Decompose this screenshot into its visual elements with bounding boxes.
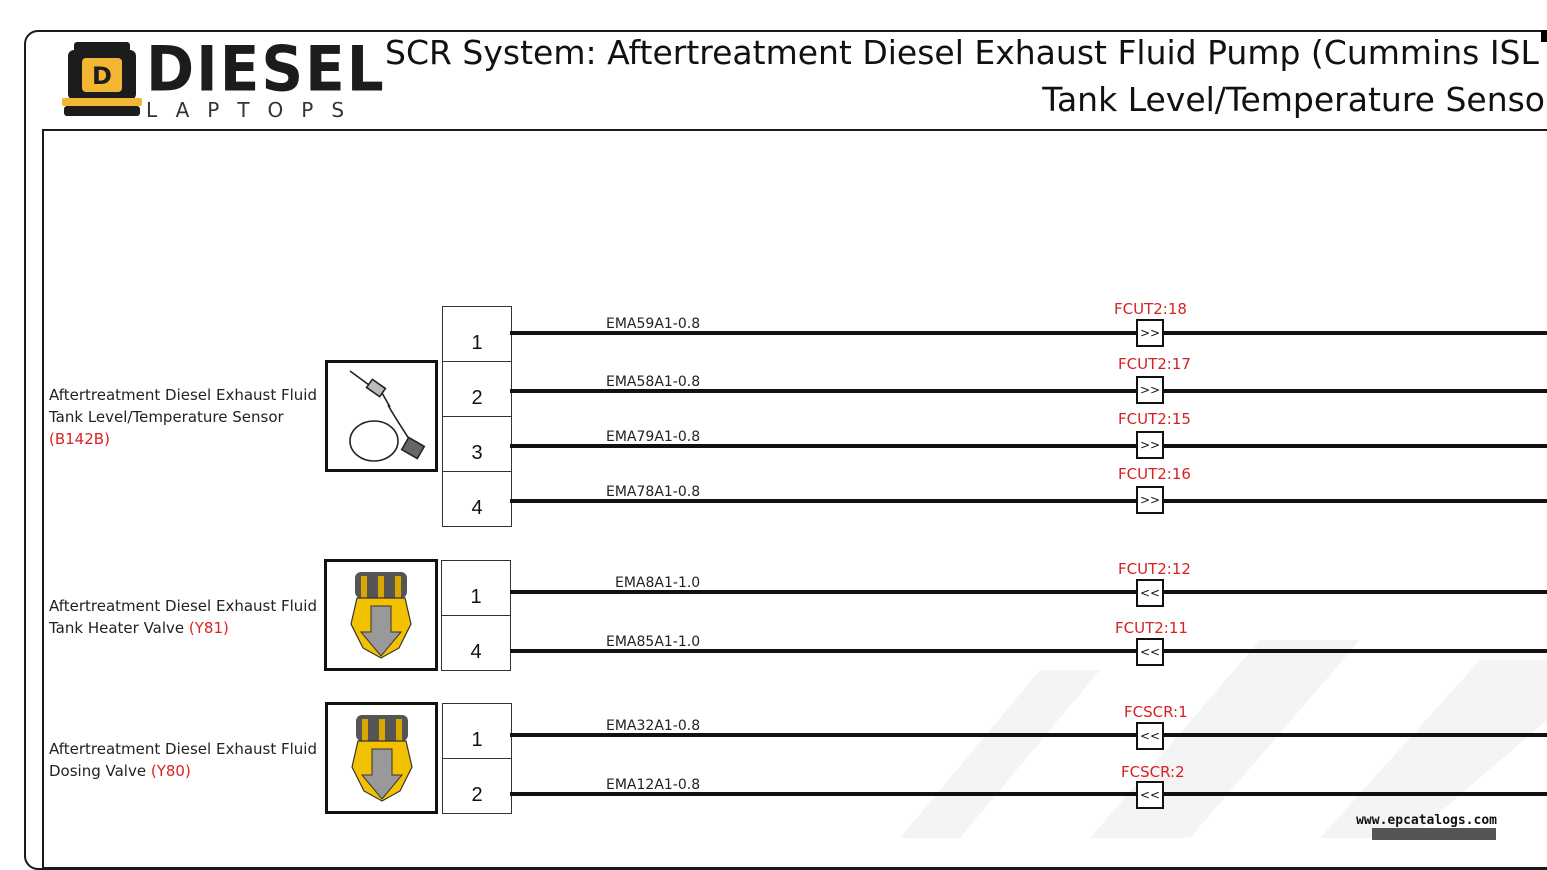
connector-label: FCUT2:15	[1118, 410, 1191, 428]
wire-id-label: EMA58A1-0.8	[606, 374, 701, 390]
component-name-line1: Aftertreatment Diesel Exhaust Fluid	[49, 740, 317, 758]
component-box-heater-valve[interactable]	[324, 559, 438, 671]
wire-line[interactable]	[510, 389, 1547, 393]
wire-line[interactable]	[510, 499, 1547, 503]
wire-id-label: EMA59A1-0.8	[606, 316, 701, 332]
connector-arrow-button[interactable]: >>	[1136, 319, 1164, 347]
component-label-level-sensor: Aftertreatment Diesel Exhaust Fluid Tank…	[49, 384, 329, 450]
connector-label: FCSCR:2	[1121, 763, 1185, 781]
pin-cell: 1	[442, 703, 512, 759]
wire-id-label: EMA32A1-0.8	[606, 718, 701, 734]
wire-line[interactable]	[510, 590, 1547, 594]
wire-id-label: EMA79A1-0.8	[606, 429, 701, 445]
component-name-line1: Aftertreatment Diesel Exhaust Fluid	[49, 597, 317, 615]
component-name-line2: Tank Heater Valve	[49, 619, 185, 637]
valve-icon	[351, 715, 413, 802]
logo-subtitle: LAPTOPS	[146, 98, 363, 122]
component-label-heater-valve: Aftertreatment Diesel Exhaust Fluid Tank…	[49, 595, 329, 639]
pin-cell: 4	[442, 471, 512, 527]
connector-arrow-button[interactable]: <<	[1136, 722, 1164, 750]
connector-arrow-button[interactable]: <<	[1136, 638, 1164, 666]
component-box-dosing-valve[interactable]	[325, 702, 438, 814]
edge-marker	[1541, 30, 1547, 42]
wire-id-label: EMA12A1-0.8	[606, 777, 701, 793]
pin-cell: 2	[442, 758, 512, 814]
page-title-line2: Tank Level/Temperature Senso	[1042, 80, 1545, 119]
component-name-line1: Aftertreatment Diesel Exhaust Fluid	[49, 386, 317, 404]
toolbox-logo-icon: D	[62, 42, 142, 116]
component-code: (B142B)	[49, 430, 110, 448]
component-label-dosing-valve: Aftertreatment Diesel Exhaust Fluid Dosi…	[49, 738, 329, 782]
connector-arrow-button[interactable]: >>	[1136, 376, 1164, 404]
connector-label: FCUT2:17	[1118, 355, 1191, 373]
level-sensor-icon	[349, 370, 426, 462]
watermark-url: www.epcatalogs.com	[1356, 813, 1497, 828]
component-code: (Y81)	[188, 619, 229, 637]
wire-line[interactable]	[510, 649, 1547, 653]
pin-cell: 3	[442, 416, 512, 472]
logo-wordmark: DIESEL	[146, 32, 386, 106]
connector-label: FCUT2:18	[1114, 300, 1187, 318]
component-code: (Y80)	[150, 762, 191, 780]
connector-label: FCUT2:12	[1118, 560, 1191, 578]
connector-arrow-button[interactable]: >>	[1136, 431, 1164, 459]
wire-id-label: EMA85A1-1.0	[606, 634, 701, 650]
component-box-level-sensor[interactable]	[325, 360, 438, 472]
pin-cell: 2	[442, 361, 512, 417]
connector-arrow-button[interactable]: >>	[1136, 486, 1164, 514]
wire-id-label: EMA78A1-0.8	[606, 484, 701, 500]
pin-cell: 4	[441, 615, 511, 671]
svg-text:D: D	[92, 62, 112, 90]
component-name-line2: Dosing Valve	[49, 762, 147, 780]
pin-cell: 1	[441, 560, 511, 616]
background-watermark	[900, 640, 1547, 838]
connector-arrow-button[interactable]: <<	[1136, 579, 1164, 607]
valve-icon	[350, 572, 412, 659]
wire-line[interactable]	[510, 733, 1547, 737]
connector-arrow-button[interactable]: <<	[1136, 781, 1164, 809]
wire-line[interactable]	[510, 792, 1547, 796]
connector-label: FCSCR:1	[1124, 703, 1188, 721]
connector-label: FCUT2:11	[1115, 619, 1188, 637]
page-title-line1: SCR System: Aftertreatment Diesel Exhaus…	[385, 33, 1547, 72]
wire-id-label: EMA8A1-1.0	[615, 575, 701, 591]
bottom-tab	[1372, 828, 1496, 840]
component-name-line2: Tank Level/Temperature Sensor	[49, 408, 284, 426]
pin-cell: 1	[442, 306, 512, 362]
wire-line[interactable]	[510, 444, 1547, 448]
connector-label: FCUT2:16	[1118, 465, 1191, 483]
wire-line[interactable]	[510, 331, 1547, 335]
